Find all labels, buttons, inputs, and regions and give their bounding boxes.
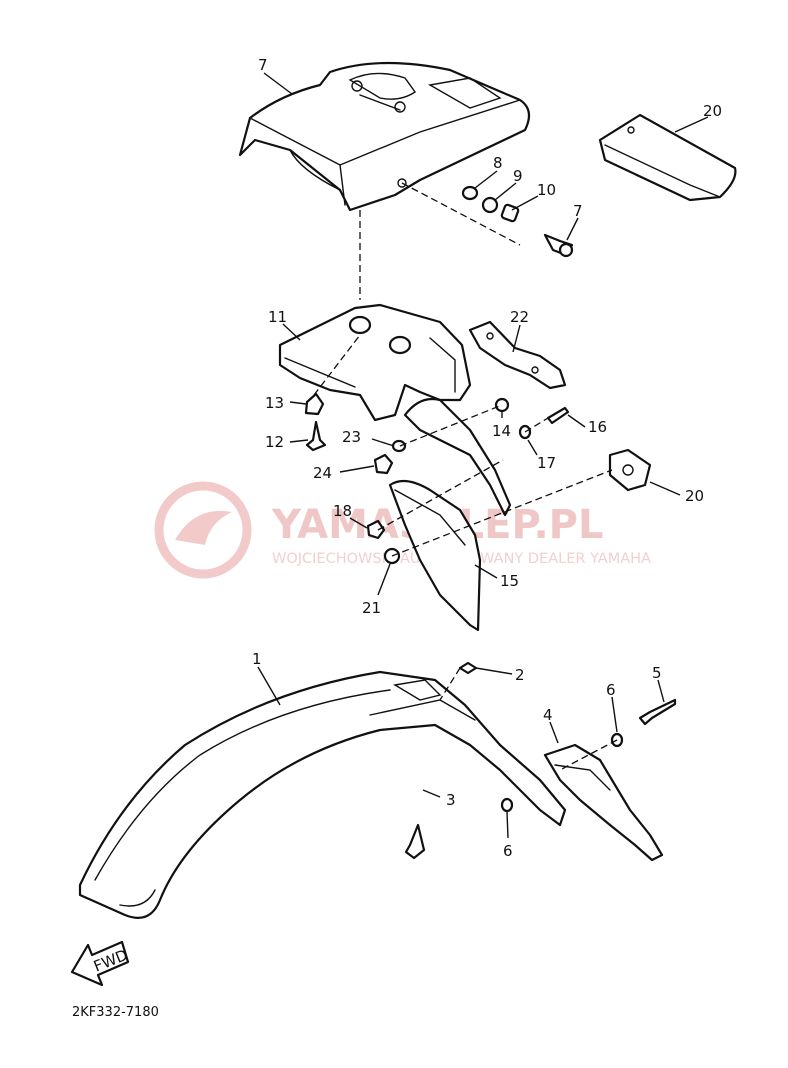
callout-12: 11 <box>268 308 287 326</box>
callout-13: 12 <box>265 433 284 451</box>
hardware-9-10-11-8 <box>461 185 574 258</box>
part-23-plate <box>468 320 567 390</box>
part-21-reflector <box>608 448 652 492</box>
callout-8: 7 <box>573 202 583 220</box>
callout-10: 9 <box>513 167 523 185</box>
part-12-bracket <box>278 303 472 422</box>
fwd-label: FWD <box>91 946 130 976</box>
callout-17: 16 <box>588 418 607 436</box>
callout-22: 21 <box>362 599 381 617</box>
callout-14: 13 <box>265 394 284 412</box>
callout-24: 23 <box>342 428 361 446</box>
assembly-lines <box>313 182 618 771</box>
callout-6-lower: 6 <box>503 842 513 860</box>
callout-9: 8 <box>493 154 503 172</box>
part-1-rear-fender <box>78 670 567 919</box>
callout-1: 1 <box>252 650 262 668</box>
callout-5: 5 <box>652 664 662 682</box>
callout-20: 20 <box>703 102 722 120</box>
callout-labels: 7 8 9 10 7 20 11 22 13 12 23 24 14 16 17… <box>252 56 722 860</box>
part-4-mudflap <box>543 743 664 862</box>
callout-11: 10 <box>537 181 556 199</box>
callout-3: 3 <box>446 791 456 809</box>
fwd-arrow: FWD <box>70 940 130 987</box>
part-16-inner-guard <box>388 397 512 632</box>
callout-4: 4 <box>543 706 553 724</box>
callout-21: 20 <box>685 487 704 505</box>
part-20-lens <box>598 113 737 202</box>
callout-2: 2 <box>515 666 525 684</box>
watermark-logo <box>154 481 252 579</box>
callout-23: 22 <box>510 308 529 326</box>
diagram-code: 2KF332-7180 <box>72 1005 159 1020</box>
callout-25: 24 <box>313 464 332 482</box>
watermark-logo-swoosh <box>175 510 232 545</box>
callout-15: 14 <box>492 422 511 440</box>
leader-lines <box>257 72 709 839</box>
callout-18: 17 <box>537 454 556 472</box>
callout-7: 7 <box>258 56 268 74</box>
part-7-seat-cover <box>238 61 531 212</box>
callout-19: 18 <box>333 502 352 520</box>
hardware-2-3-5-6 <box>404 661 677 860</box>
callout-16: 15 <box>500 572 519 590</box>
callout-6-upper: 6 <box>606 681 616 699</box>
